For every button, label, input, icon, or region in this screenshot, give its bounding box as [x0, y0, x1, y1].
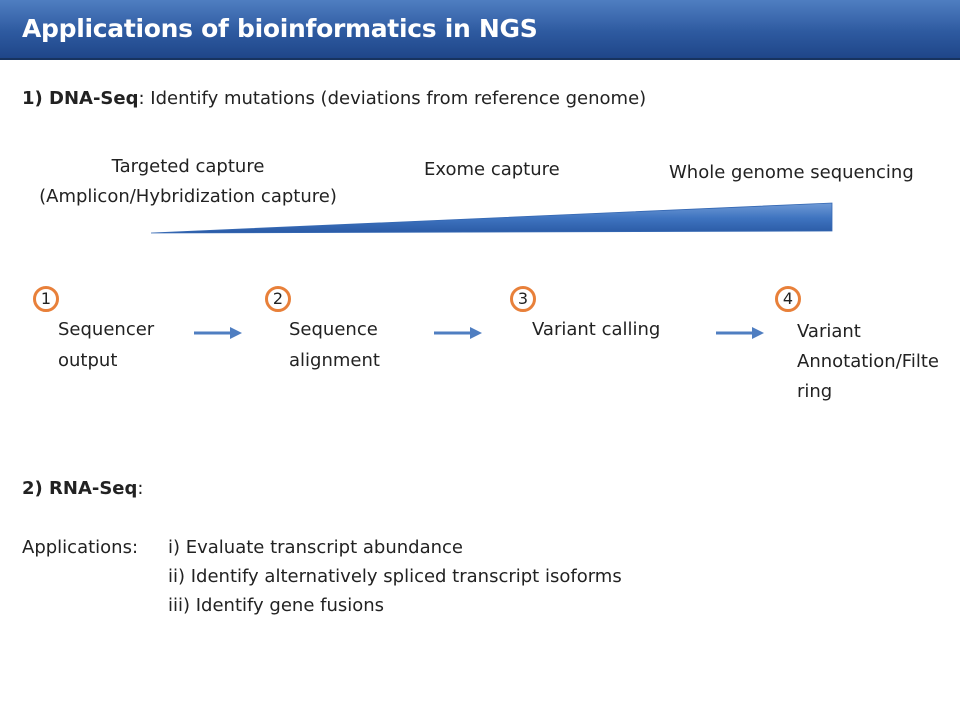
step-3-number: 3	[510, 286, 536, 312]
dna-seq-description: : Identify mutations (deviations from re…	[138, 88, 647, 109]
slide-title: Applications of bioinformatics in NGS	[22, 14, 538, 43]
coverage-wedge-shape	[150, 202, 833, 234]
application-item: i) Evaluate transcript abundance	[168, 537, 463, 558]
step-4-label-2: Annotation/Filte	[797, 351, 939, 372]
step-3-label-1: Variant calling	[532, 319, 661, 340]
step-2-label-2: alignment	[289, 350, 380, 371]
step-4-label-3: ring	[797, 381, 833, 402]
dna-seq-label: 1) DNA-Seq	[22, 88, 139, 109]
applications-label: Applications:	[22, 537, 139, 558]
arrow-right-icon	[716, 327, 764, 339]
targeted-capture-label-1: Targeted capture	[111, 156, 265, 177]
exome-capture-label: Exome capture	[424, 159, 560, 180]
whole-genome-label: Whole genome sequencing	[669, 162, 914, 183]
dna-seq-heading: 1) DNA-Seq: Identify mutations (deviatio…	[22, 88, 646, 109]
step-4-label-1: Variant	[797, 321, 861, 342]
application-item: ii) Identify alternatively spliced trans…	[168, 566, 622, 587]
application-item: iii) Identify gene fusions	[168, 595, 385, 616]
step-1-label-2: output	[58, 350, 118, 371]
targeted-capture-label-2: (Amplicon/Hybridization capture)	[39, 186, 337, 207]
step-4-number: 4	[775, 286, 801, 312]
rna-seq-heading: 2) RNA-Seq:	[22, 478, 143, 499]
step-1-number: 1	[33, 286, 59, 312]
step-2-label-1: Sequence	[289, 319, 378, 340]
title-bar: Applications of bioinformatics in NGS	[0, 0, 960, 60]
step-1-label-1: Sequencer	[58, 319, 155, 340]
arrow-right-icon	[434, 327, 482, 339]
rna-seq-label: 2) RNA-Seq	[22, 478, 138, 499]
step-2-number: 2	[265, 286, 291, 312]
rna-seq-suffix: :	[137, 478, 144, 499]
arrow-right-icon	[194, 327, 242, 339]
